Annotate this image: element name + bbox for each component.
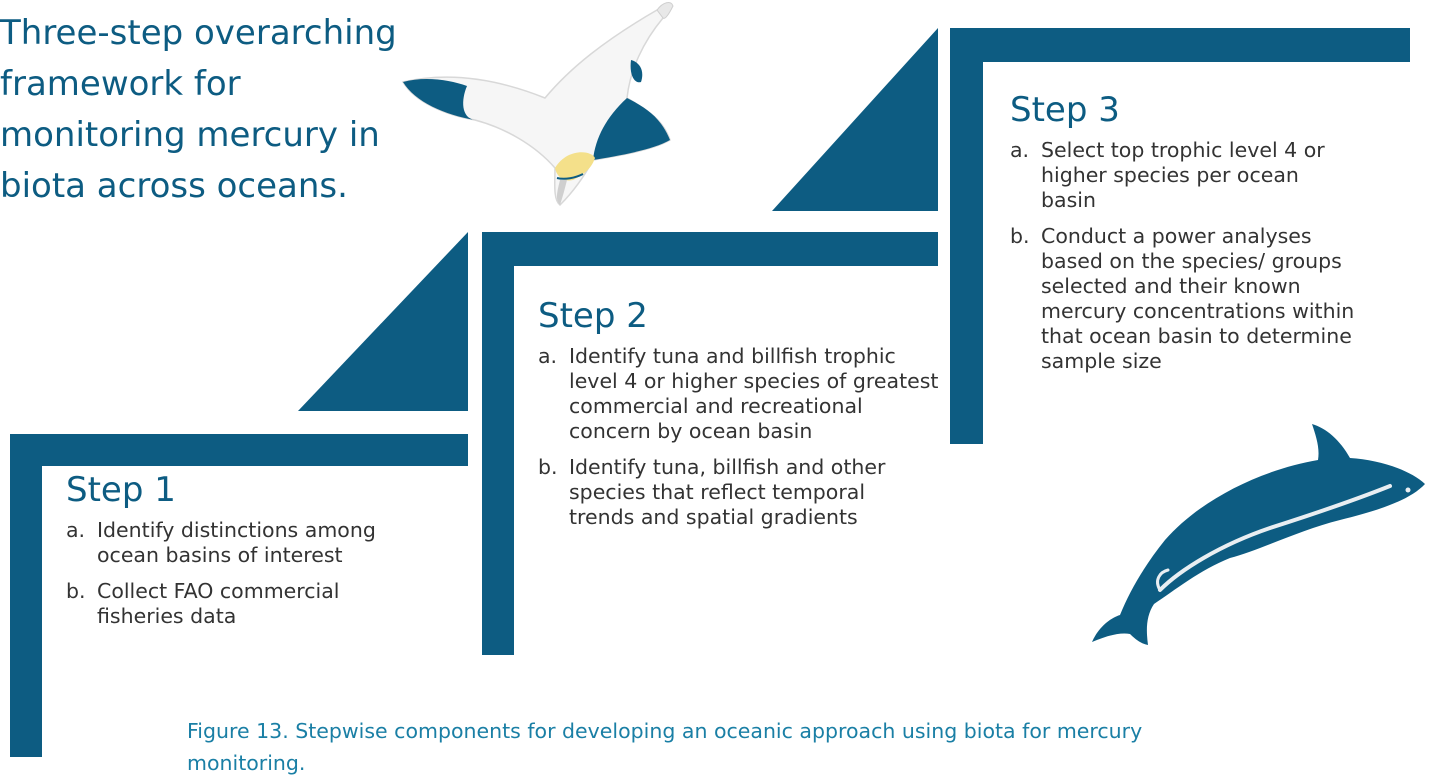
item-letter: b.: [66, 579, 86, 603]
item-text: Identify distinctions among ocean basins…: [97, 518, 376, 567]
item-text: Collect FAO commercial fisheries data: [97, 579, 340, 628]
step3-frame-left-bar: [950, 28, 983, 444]
item-text: Conduct a power analyses based on the sp…: [1041, 224, 1355, 373]
step2-heading: Step 2: [538, 296, 648, 336]
list-item: b. Identify tuna, billfish and other spe…: [538, 455, 899, 530]
figure-caption: Figure 13. Stepwise components for devel…: [187, 719, 1143, 775]
step3-frame-top-bar: [950, 28, 1410, 62]
step2-frame-top-bar: [482, 232, 938, 266]
step3-panel: Step 3 a. Select top trophic level 4 or …: [1010, 90, 1429, 385]
step2-panel: Step 2 a. Identify tuna and billfish tro…: [538, 296, 958, 541]
step1-triangle: [298, 232, 468, 411]
step1-heading: Step 1: [66, 470, 176, 510]
title-line: biota across oceans.: [0, 166, 348, 206]
title-line: monitoring mercury in: [0, 115, 380, 155]
item-text: Identify tuna, billfish and other specie…: [569, 455, 886, 529]
dolphin-illustration: [1092, 424, 1425, 645]
gannet-illustration: [401, 2, 674, 206]
item-letter: a.: [1010, 138, 1030, 162]
item-text: Select top trophic level 4 or higher spe…: [1041, 138, 1325, 212]
framework-title: Three-step overarching framework for mon…: [0, 8, 420, 212]
item-letter: a.: [66, 518, 86, 542]
item-letter: a.: [538, 344, 558, 368]
step2-list: a. Identify tuna and billfish trophic le…: [538, 344, 958, 530]
title-line: framework for: [0, 64, 241, 104]
step1-panel: Step 1 a. Identify distinctions among oc…: [66, 470, 486, 640]
step2-triangle: [772, 28, 938, 211]
step1-frame-top-bar: [10, 434, 468, 466]
step1-frame-left-bar: [10, 434, 42, 757]
list-item: a. Identify tuna and billfish trophic le…: [538, 344, 944, 444]
item-text: Identify tuna and billfish trophic level…: [569, 344, 939, 443]
title-line: Three-step overarching: [0, 13, 397, 53]
list-item: a. Identify distinctions among ocean bas…: [66, 518, 442, 568]
step2-frame-left-bar: [482, 232, 514, 655]
list-item: b. Conduct a power analyses based on the…: [1010, 224, 1361, 374]
step3-list: a. Select top trophic level 4 or higher …: [1010, 138, 1429, 374]
item-letter: b.: [1010, 224, 1030, 248]
list-item: b. Collect FAO commercial fisheries data: [66, 579, 417, 629]
list-item: a. Select top trophic level 4 or higher …: [1010, 138, 1341, 213]
step3-heading: Step 3: [1010, 90, 1120, 130]
step1-list: a. Identify distinctions among ocean bas…: [66, 518, 486, 629]
item-letter: b.: [538, 455, 558, 479]
